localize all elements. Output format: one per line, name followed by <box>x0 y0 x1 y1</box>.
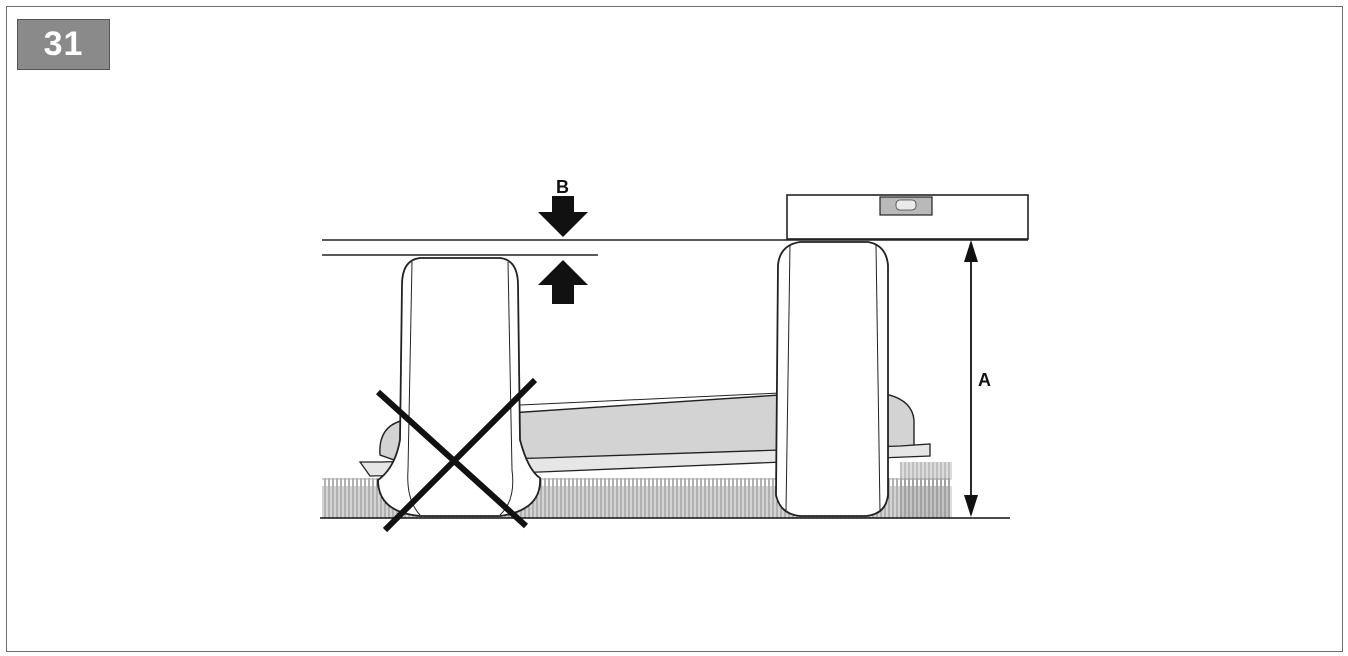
label-b: B <box>556 177 569 197</box>
arrow-down-icon <box>538 196 588 237</box>
dimension-a-arrow <box>964 240 978 517</box>
step-badge: 31 <box>17 19 110 70</box>
reference-lines <box>322 239 1028 256</box>
arrow-up-icon <box>538 260 588 304</box>
deflated-tire <box>377 257 541 517</box>
label-a: A <box>978 370 991 390</box>
x-mark-icon <box>375 377 538 533</box>
figure-frame <box>6 6 1343 652</box>
step-number: 31 <box>43 25 84 63</box>
spirit-level-icon <box>786 194 1029 240</box>
correct-tire <box>775 241 889 517</box>
